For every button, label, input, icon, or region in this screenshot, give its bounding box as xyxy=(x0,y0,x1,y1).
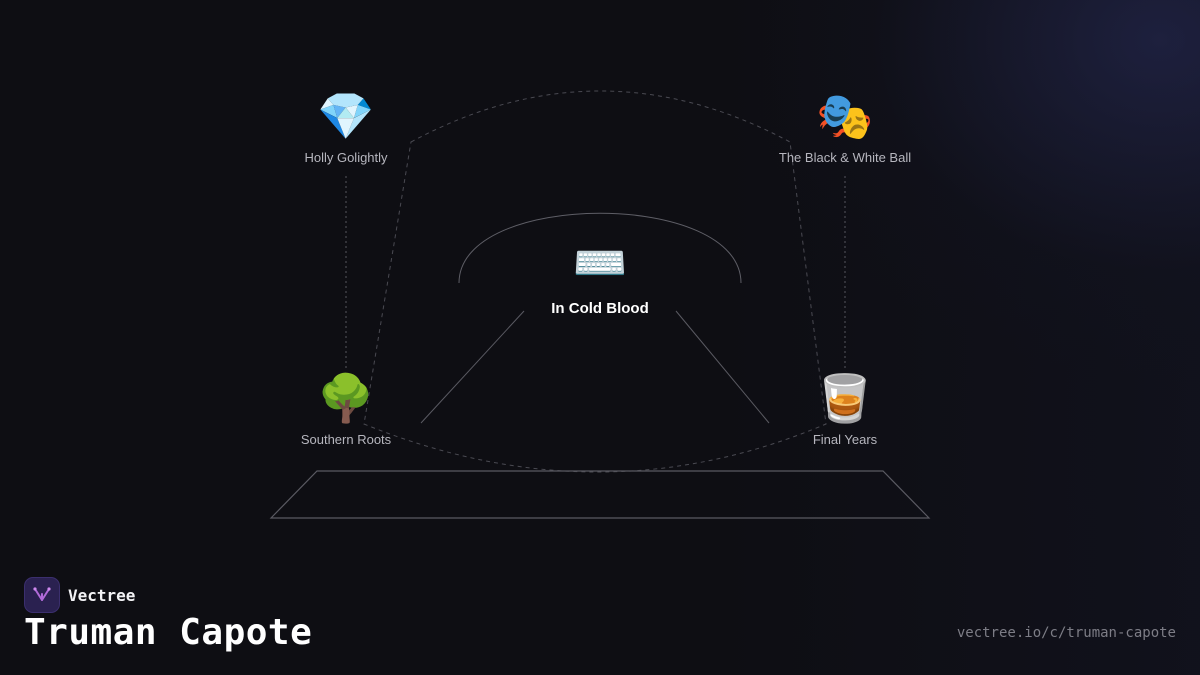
node-in-cold-blood[interactable]: ⌨️ In Cold Blood xyxy=(551,238,649,318)
gem-icon: 💎 xyxy=(317,89,375,143)
node-holly-golightly[interactable]: 💎 Holly Golightly xyxy=(304,88,387,165)
center-right-link xyxy=(675,310,770,424)
page-url[interactable]: vectree.io/c/truman-capote xyxy=(956,625,1176,641)
brand[interactable]: Vectree xyxy=(24,577,135,613)
node-label: The Black & White Ball xyxy=(778,150,912,165)
center-node-label: In Cold Blood xyxy=(551,300,649,317)
outer-dashed-loop xyxy=(363,90,827,473)
node-black-white-ball[interactable]: 🎭 The Black & White Ball xyxy=(779,88,911,165)
whiskey-glass-icon: 🥃 xyxy=(816,371,874,425)
center-arc xyxy=(458,212,742,284)
tree-icon: 🌳 xyxy=(317,371,375,425)
center-left-link xyxy=(420,310,525,424)
node-label: Final Years xyxy=(812,432,878,447)
vectree-logo-icon xyxy=(24,577,60,613)
keyboard-icon: ⌨️ xyxy=(572,238,628,289)
base-platform xyxy=(269,470,931,519)
node-label: Holly Golightly xyxy=(304,150,388,165)
node-label: Southern Roots xyxy=(300,432,392,447)
brand-name: Vectree xyxy=(68,585,136,605)
node-southern-roots[interactable]: 🌳 Southern Roots xyxy=(301,370,391,447)
node-final-years[interactable]: 🥃 Final Years xyxy=(813,370,877,447)
page-title: Truman Capote xyxy=(24,612,313,653)
performing-arts-icon: 🎭 xyxy=(816,89,874,143)
